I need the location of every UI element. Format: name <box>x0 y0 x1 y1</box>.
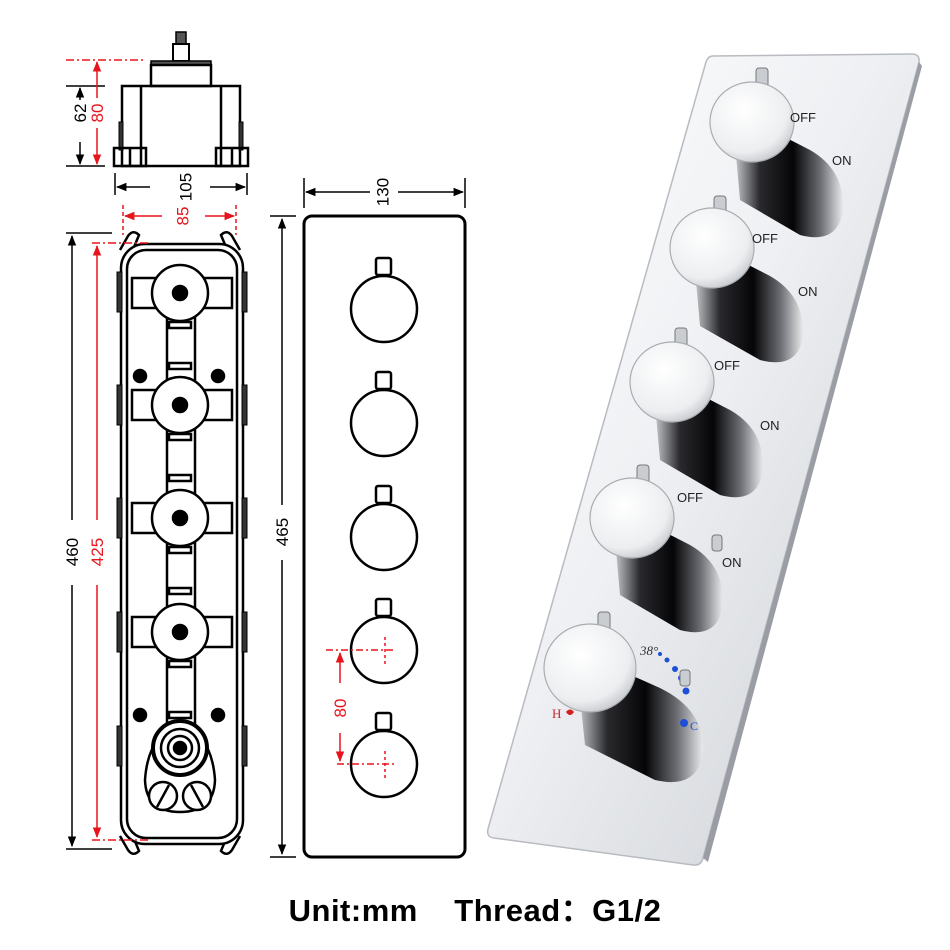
product-photo: OFF ON OFF ON OFF ON OFF ON <box>486 53 922 866</box>
thread-separator: ： <box>560 893 593 928</box>
thermostat-handle[interactable]: 38° H C <box>543 611 704 783</box>
valve-body <box>116 231 248 855</box>
cold-label: C <box>690 719 698 733</box>
technical-drawing: 62 80 105 85 <box>63 31 922 866</box>
dim-465: 465 <box>273 518 292 546</box>
top-view-dimensions <box>66 59 248 235</box>
top-view <box>112 31 250 168</box>
dim-425: 425 <box>88 538 107 566</box>
diverter-handle-4[interactable]: OFF ON <box>589 464 742 633</box>
handle-2-off-label: OFF <box>752 231 778 246</box>
dim-130: 130 <box>373 178 392 206</box>
caption-gap <box>418 893 454 928</box>
cover-plate <box>302 214 467 859</box>
handle-2-on-label: ON <box>798 284 818 299</box>
valve-body-dimensions <box>66 232 148 850</box>
dim-80-height: 80 <box>88 104 107 123</box>
unit-label: Unit:mm <box>288 893 418 928</box>
dim-460: 460 <box>63 538 82 566</box>
dim-85: 85 <box>173 207 192 226</box>
hot-indicator-icon <box>566 709 574 715</box>
handle-4-on-label: ON <box>722 555 742 570</box>
diverter-handle-2[interactable]: OFF ON <box>669 195 818 363</box>
diverter-handle-1[interactable]: OFF ON <box>709 67 852 238</box>
diverter-handle-3[interactable]: OFF ON <box>629 327 780 498</box>
hot-label: H <box>552 706 561 721</box>
handle-1-off-label: OFF <box>790 110 816 125</box>
temperature-label: 38° <box>639 643 658 658</box>
spec-caption: Unit:mm Thread：G1/2 <box>0 885 950 930</box>
handle-3-off-label: OFF <box>714 358 740 373</box>
handle-3-on-label: ON <box>760 418 780 433</box>
cover-plate-dimensions <box>270 178 466 858</box>
thread-value: G1/2 <box>592 893 662 928</box>
dim-62: 62 <box>71 104 90 123</box>
dim-105: 105 <box>176 173 195 201</box>
handle-4-off-label: OFF <box>677 490 703 505</box>
thread-label: Thread <box>454 893 561 928</box>
dim-80-spacing: 80 <box>331 699 350 718</box>
handle-1-on-label: ON <box>832 153 852 168</box>
